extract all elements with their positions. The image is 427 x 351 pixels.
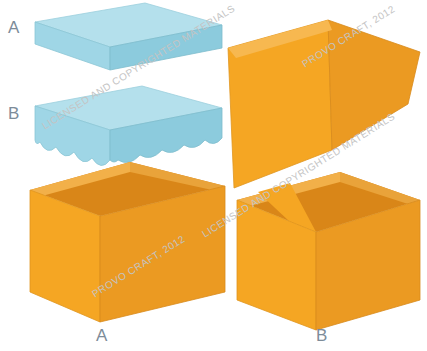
- closed-box-base: [30, 162, 225, 322]
- figure-letter: A: [8, 18, 19, 38]
- figure-letter: B: [316, 326, 327, 346]
- scalloped-lid: [35, 86, 222, 166]
- figure-letter: B: [8, 104, 19, 124]
- figure-letter: A: [96, 326, 107, 346]
- hinged-box: [228, 20, 420, 330]
